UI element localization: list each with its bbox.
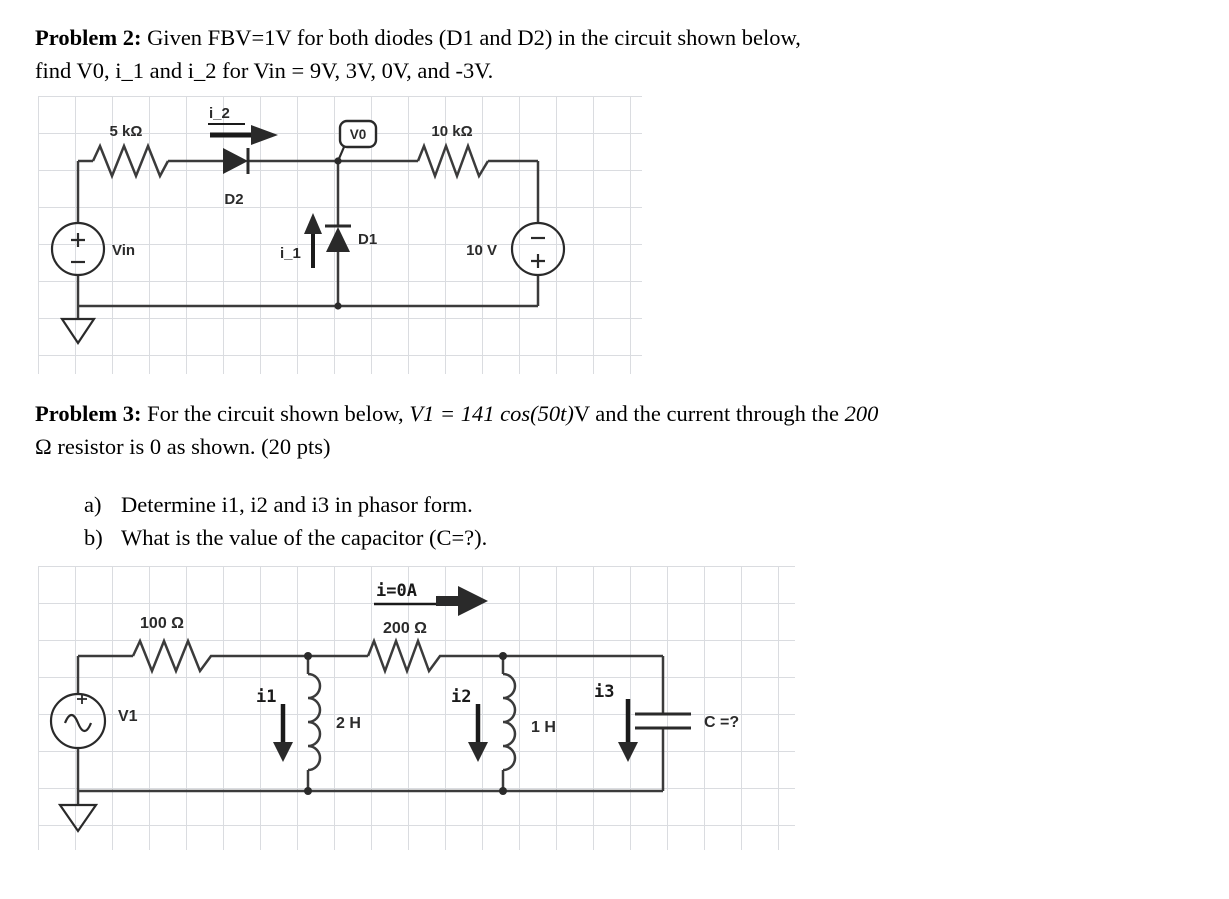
node-dot: [304, 787, 312, 795]
v1-circle: [49, 692, 107, 750]
ground-icon: [59, 317, 97, 345]
plus-icon: [531, 254, 545, 268]
item-b-text: What is the value of the capacitor (C=?)…: [121, 524, 488, 550]
i2-arrowhead-icon: [251, 125, 278, 145]
coil-icon: [307, 672, 322, 772]
i3-label: i3: [594, 682, 614, 702]
current-arrow-i0: i=0A: [374, 581, 488, 616]
inductor-2h: 2 H: [307, 672, 361, 772]
i2-arrowhead-icon: [468, 742, 488, 762]
problem3-title: Problem 3:: [35, 401, 142, 426]
v1-source: V1: [49, 692, 138, 750]
resistor-10k-label: 10 kΩ: [431, 123, 472, 140]
d2-label: D2: [224, 191, 243, 208]
coil-icon: [502, 672, 517, 772]
source-10v-label: 10 V: [466, 242, 497, 259]
inductor-1h-label: 1 H: [531, 719, 556, 736]
current-arrow-i1: i_1: [280, 213, 322, 268]
problem3-line1: Problem 3: For the circuit shown below, …: [35, 397, 878, 430]
item-a-marker: a): [84, 492, 102, 517]
v0-label: V0: [350, 127, 367, 142]
d1-triangle-icon: [326, 227, 350, 252]
problem2-line2: find V0, i_1 and i_2 for Vin = 9V, 3V, 0…: [35, 58, 494, 83]
node-dot: [334, 302, 342, 310]
side-and-bottom-wires: [76, 161, 540, 308]
i2-label: i2: [451, 687, 471, 707]
resistor-100: 100 Ω: [131, 615, 218, 675]
v0-box: [338, 119, 378, 149]
source-10v: 10 V: [466, 221, 566, 277]
problem3-statement: Problem 3: For the circuit shown below, …: [35, 397, 878, 463]
problem2-title: Problem 2:: [35, 25, 142, 50]
resistor-200-label: 200 Ω: [383, 620, 427, 637]
node-dot: [499, 652, 507, 660]
item-a-text: Determine i1, i2 and i3 in phasor form.: [121, 492, 473, 517]
v1-label: V1: [118, 708, 138, 725]
resistor-zigzag: [366, 637, 448, 675]
current-arrow-i1: i1: [256, 687, 293, 762]
i0-arrowhead-icon: [436, 586, 488, 616]
resistor-zigzag: [416, 142, 490, 180]
inductor-2h-label: 2 H: [336, 715, 361, 732]
list-item: a) Determine i1, i2 and i3 in phasor form…: [84, 489, 487, 522]
vin-circle: [50, 221, 106, 277]
circuit1-svg: Vin 5 kΩ i_2 D2 V0: [50, 105, 566, 345]
node-dot: [334, 157, 342, 165]
current-arrow-i2: i2: [451, 687, 488, 762]
d2-triangle-icon: [223, 148, 248, 174]
i1-arrowhead-icon: [304, 213, 322, 234]
i1-label: i_1: [280, 245, 301, 262]
i0-label: i=0A: [376, 581, 417, 601]
problem3-line1-mid: V and the current through the: [573, 401, 845, 426]
capacitor-label: C =?: [704, 714, 739, 731]
resistor-zigzag: [131, 637, 218, 675]
circuit-diagram-problem2: Vin 5 kΩ i_2 D2 V0: [38, 96, 642, 374]
resistor-5k-label: 5 kΩ: [110, 123, 143, 140]
item-b-marker: b): [84, 524, 103, 550]
circuit2-wires: [76, 654, 665, 805]
vin-source: Vin: [50, 221, 135, 277]
i2-label: i_2: [209, 105, 230, 122]
i1-label: i1: [256, 687, 276, 707]
source-10v-circle: [510, 221, 566, 277]
current-arrow-i2: i_2: [208, 105, 278, 145]
node-dot: [304, 652, 312, 660]
ground-icon: [57, 803, 99, 833]
d1-label: D1: [358, 231, 377, 248]
circuit1-wires: [76, 159, 540, 319]
i3-arrowhead-icon: [618, 742, 638, 762]
vin-label: Vin: [112, 242, 135, 259]
left-and-bottom-wires: [76, 656, 663, 793]
sine-wave-icon: [63, 713, 93, 733]
problem2-line1: Problem 2: Given FBV=1V for both diodes …: [35, 21, 801, 54]
resistor-200: 200 Ω: [366, 620, 448, 675]
diode-d1: D1: [325, 224, 377, 252]
problem2-statement: Problem 2: Given FBV=1V for both diodes …: [35, 21, 801, 87]
resistor-10k: 10 kΩ: [416, 123, 490, 180]
list-item: b) What is the value of the capacitor (C=…: [84, 522, 487, 555]
problem3-resistor-value: 200: [844, 401, 879, 426]
circuit-diagram-problem3: V1 100 Ω i=0A 200 Ω 2 H i1: [38, 566, 795, 850]
circuit2-svg: V1 100 Ω i=0A 200 Ω 2 H i1: [49, 581, 739, 833]
current-arrow-i3: i3: [594, 682, 638, 762]
inductor-1h: 1 H: [502, 672, 556, 772]
resistor-zigzag: [91, 142, 170, 180]
diode-d2: D2: [223, 148, 250, 208]
problem2-line1-text: Given FBV=1V for both diodes (D1 and D2)…: [141, 25, 801, 50]
plus-icon: [77, 694, 87, 704]
problem3-line2: Ω resistor is 0 as shown. (20 pts): [35, 434, 331, 459]
plus-icon: [71, 233, 85, 247]
resistor-100-label: 100 Ω: [140, 615, 184, 632]
capacitor: C =?: [635, 712, 739, 731]
problem3-equation: V1 = 141 cos(50t): [409, 401, 574, 426]
node-dot: [499, 787, 507, 795]
resistor-5k: 5 kΩ: [91, 123, 170, 180]
problem3-line1-pre: For the circuit shown below,: [141, 401, 410, 426]
i1-arrowhead-icon: [273, 742, 293, 762]
problem3-items: a) Determine i1, i2 and i3 in phasor form…: [84, 489, 487, 554]
v0-probe: V0: [336, 119, 378, 162]
